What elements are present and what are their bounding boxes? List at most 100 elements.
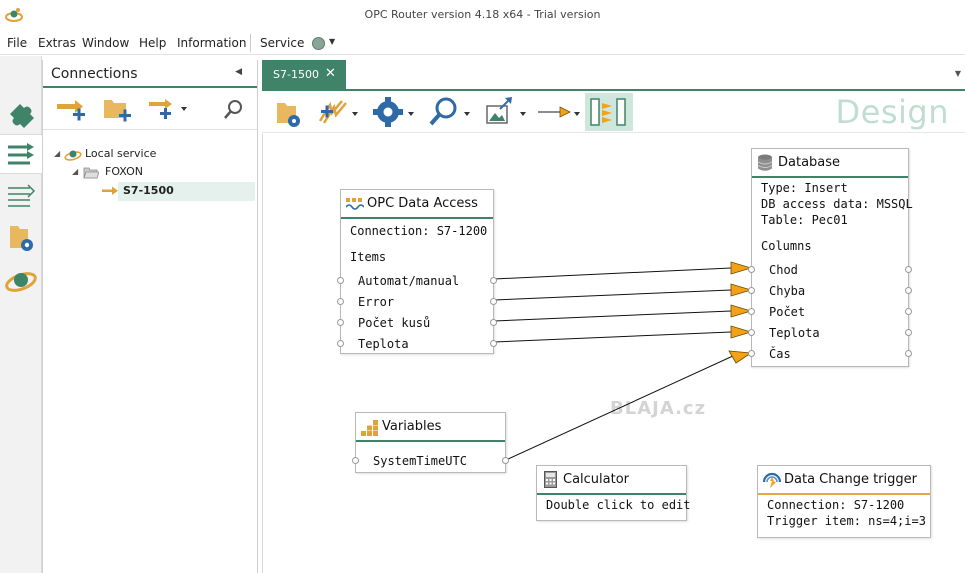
menu-file[interactable]: File — [7, 36, 28, 50]
gear-icon[interactable] — [372, 93, 418, 131]
rail-settings-button[interactable] — [0, 218, 42, 258]
arrowhead-pocet — [730, 304, 753, 318]
menu-extras[interactable]: Extras — [38, 36, 76, 50]
node-section-heading: Items — [350, 250, 387, 264]
tree-label: FOXON — [105, 165, 144, 178]
output-port[interactable] — [490, 277, 497, 284]
document-tabs: S7-1500 ✕ ▼ — [262, 60, 965, 89]
node-header: Database — [752, 149, 908, 178]
watermark: BLAJA.cz — [610, 398, 707, 419]
output-port[interactable] — [490, 298, 497, 305]
database-node[interactable]: Database Type: Insert DB access data: MS… — [748, 148, 913, 367]
add-folder-icon[interactable] — [101, 96, 135, 124]
opc-data-access-node[interactable]: OPC Data Access Connection: S7-1200 Item… — [337, 189, 497, 354]
connections-toolbar — [43, 90, 257, 130]
link-error-to-chyba — [493, 289, 732, 301]
chevron-down-icon[interactable]: ▼ — [329, 37, 336, 46]
input-port[interactable] — [337, 277, 344, 284]
tree-selection-highlight — [118, 182, 255, 201]
close-icon[interactable]: ✕ — [325, 66, 336, 81]
node-title: Variables — [382, 419, 442, 434]
tree-item-s7-1500[interactable]: S7-1500 — [101, 183, 251, 201]
tab-label: S7-1500 — [273, 68, 319, 81]
calculator-icon — [544, 471, 557, 488]
search-zoom-icon[interactable] — [428, 93, 474, 131]
add-transfer-icon[interactable] — [316, 93, 362, 131]
connector-arrow-icon[interactable] — [536, 93, 582, 131]
opc-signal-icon — [346, 198, 364, 210]
node-header: Calculator — [537, 466, 686, 495]
node-title: Database — [778, 155, 841, 170]
rail-connections-button[interactable] — [0, 134, 42, 174]
tree-item-foxon[interactable]: ◢ FOXON — [72, 164, 252, 182]
variables-icon — [361, 420, 378, 436]
link-systemtime-to-cas — [505, 354, 736, 461]
db-column: Chyba — [769, 284, 806, 298]
input-port[interactable] — [748, 308, 755, 315]
input-port[interactable] — [748, 287, 755, 294]
output-port[interactable] — [905, 329, 912, 336]
input-port[interactable] — [337, 319, 344, 326]
output-port[interactable] — [905, 350, 912, 357]
input-port[interactable] — [337, 298, 344, 305]
menu-window[interactable]: Window — [82, 36, 130, 50]
node-section-heading: Columns — [761, 239, 812, 253]
folder-gear-icon — [10, 226, 33, 251]
title-bar: OPC Router version 4.18 x64 - Trial vers… — [0, 0, 965, 30]
calculator-hint: Double click to edit — [546, 498, 691, 512]
input-port[interactable] — [748, 266, 755, 273]
connections-header: Connections ◀ — [43, 60, 257, 88]
input-port[interactable] — [748, 329, 755, 336]
layout-arrows-icon — [590, 98, 626, 126]
tab-s7-1500[interactable]: S7-1500 ✕ — [262, 60, 346, 89]
rail-plugins-button[interactable] — [0, 94, 42, 134]
add-connection-dropdown-icon[interactable] — [147, 96, 191, 124]
design-canvas[interactable]: BLAJA.cz OPC Data Access Connection: S7-… — [262, 134, 965, 573]
link-automat-to-chod — [493, 267, 732, 280]
folder-gear-icon[interactable] — [274, 93, 304, 131]
calculator-node[interactable]: Calculator Double click to edit — [536, 465, 691, 521]
arrowhead-cas — [728, 350, 753, 364]
export-image-icon[interactable] — [484, 93, 530, 131]
data-change-trigger-node[interactable]: Data Change trigger Connection: S7-1200 … — [757, 465, 931, 538]
design-mode-label: Design — [835, 93, 949, 131]
folder-open-icon — [83, 167, 99, 179]
menu-separator — [250, 34, 251, 52]
menu-help[interactable]: Help — [139, 36, 167, 50]
node-header: Variables — [356, 413, 505, 442]
opc-item: Počet kusů — [358, 316, 431, 330]
connections-title: Connections — [51, 66, 138, 82]
input-port[interactable] — [352, 457, 359, 464]
output-port[interactable] — [502, 457, 509, 464]
output-port[interactable] — [905, 287, 912, 294]
add-connection-icon[interactable] — [55, 96, 89, 124]
node-title: OPC Data Access — [367, 196, 478, 211]
trigger-icon — [762, 472, 782, 488]
output-port[interactable] — [905, 308, 912, 315]
menu-information[interactable]: Information — [177, 36, 247, 50]
connection-arrow-icon — [102, 186, 118, 195]
db-column: Čas — [769, 347, 791, 361]
tree-expanded-icon[interactable]: ◢ — [54, 149, 61, 158]
collapse-left-icon[interactable]: ◀ — [235, 67, 242, 77]
output-port[interactable] — [905, 266, 912, 273]
search-icon[interactable] — [221, 96, 245, 124]
output-port[interactable] — [490, 340, 497, 347]
design-toolbar: Design — [262, 91, 965, 133]
menu-service[interactable]: Service — [260, 36, 305, 50]
tree-item-local-service[interactable]: ◢ Local service — [54, 146, 254, 164]
node-detail-text: Table: Pec01 — [761, 213, 848, 227]
auto-layout-button[interactable] — [585, 93, 633, 131]
rail-orbit-button[interactable] — [0, 260, 42, 300]
tab-overflow-chevron-icon[interactable]: ▼ — [954, 69, 961, 78]
input-port[interactable] — [748, 350, 755, 357]
connection-lines — [493, 261, 753, 461]
rail-routes-button[interactable] — [0, 176, 42, 216]
service-status-icon[interactable] — [312, 37, 325, 50]
input-port[interactable] — [337, 340, 344, 347]
db-column: Chod — [769, 263, 798, 277]
output-port[interactable] — [490, 319, 497, 326]
tree-expanded-icon[interactable]: ◢ — [72, 167, 79, 176]
variable-item: SystemTimeUTC — [373, 454, 467, 468]
variables-node[interactable]: Variables SystemTimeUTC — [352, 412, 509, 473]
